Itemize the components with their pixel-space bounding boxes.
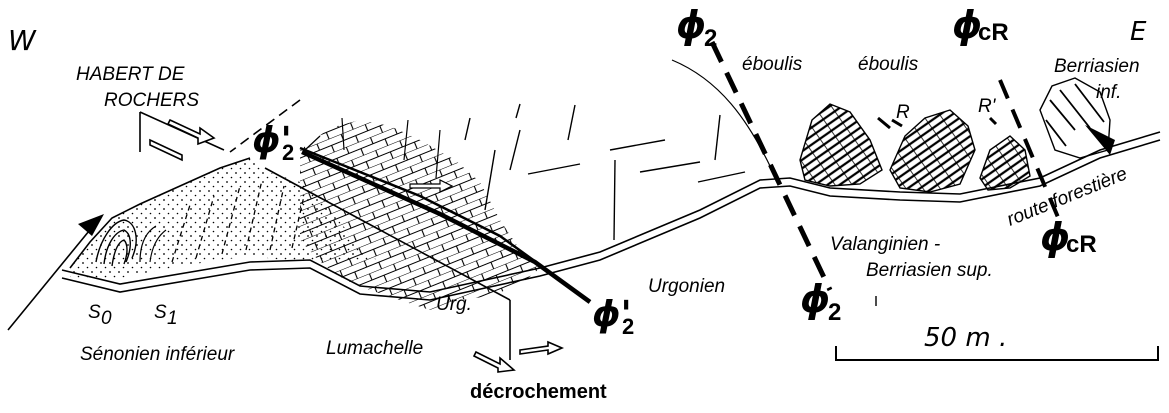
phi2-bottom-symbol: ϕ [800, 277, 830, 321]
phicr-top-symbol: ϕ [952, 3, 982, 47]
phi2-top-sub: 2 [704, 25, 717, 52]
berriasien-inf-label-2: inf. [1096, 82, 1121, 103]
west-label: W [8, 24, 37, 57]
fault-phi-prime-2 [299, 146, 592, 304]
scale-bar: 50 m . [835, 323, 1159, 361]
urgonien-label: Urgonien [648, 276, 725, 297]
eboulis-label-2: éboulis [858, 54, 919, 75]
valanginien-label-1: Valanginien - [830, 234, 940, 255]
arrow-northeast [7, 214, 104, 331]
place-name-line1: HABERT DE [76, 64, 185, 85]
senonien-label: Sénonien inférieur [80, 344, 235, 365]
road-profile [61, 131, 1161, 301]
phicr-bottom-symbol: ϕ [1040, 215, 1070, 259]
s0-label: S [88, 302, 101, 323]
decrochement-frame-bottom [472, 300, 565, 373]
urg-contact-line [264, 167, 511, 301]
scree-slope [671, 59, 773, 171]
lumachelle-label: Lumachelle [326, 338, 423, 359]
eboulis-label-1: éboulis [742, 54, 803, 75]
phi-prime-2-top-symbol: ϕ' [252, 120, 292, 161]
decrochement-frame-left [139, 111, 225, 162]
decrochement-label: décrochement [470, 381, 607, 403]
valanginien-label-2: Berriasien sup. [866, 260, 993, 281]
s1-label: S [154, 302, 167, 323]
scale-bar-label: 50 m . [924, 323, 1007, 353]
phi2-top-symbol: ϕ [676, 3, 706, 47]
fault-phicr [998, 79, 1062, 223]
phi-prime-2-bottom-symbol: ϕ' [592, 294, 632, 335]
berriasien-inf-label-1: Berriasien [1054, 56, 1140, 77]
urgonien-joints [464, 103, 746, 241]
phi-prime-2-top-sub: 2 [282, 140, 294, 165]
rock-outcrops [799, 77, 1115, 193]
phi-prime-2-bottom-sub: 2 [622, 314, 634, 339]
s0-sub: 0 [101, 308, 112, 329]
lumachelle-limestone [300, 117, 540, 310]
fault-trace-upper [229, 99, 301, 153]
urg-label: Urg. [436, 294, 472, 315]
s1-sub: 1 [167, 308, 178, 329]
phicr-bottom-sub: cR [1066, 231, 1097, 258]
r-shear-marks [877, 116, 998, 130]
r-label: R [896, 102, 910, 123]
fault-phi2 [709, 40, 833, 292]
place-name-line2: ROCHERS [104, 90, 199, 111]
east-label: E [1130, 17, 1147, 47]
phi2-bottom-sub: 2 [828, 299, 841, 326]
phicr-top-sub: cR [978, 19, 1009, 46]
r-prime-label: R' [978, 96, 997, 117]
